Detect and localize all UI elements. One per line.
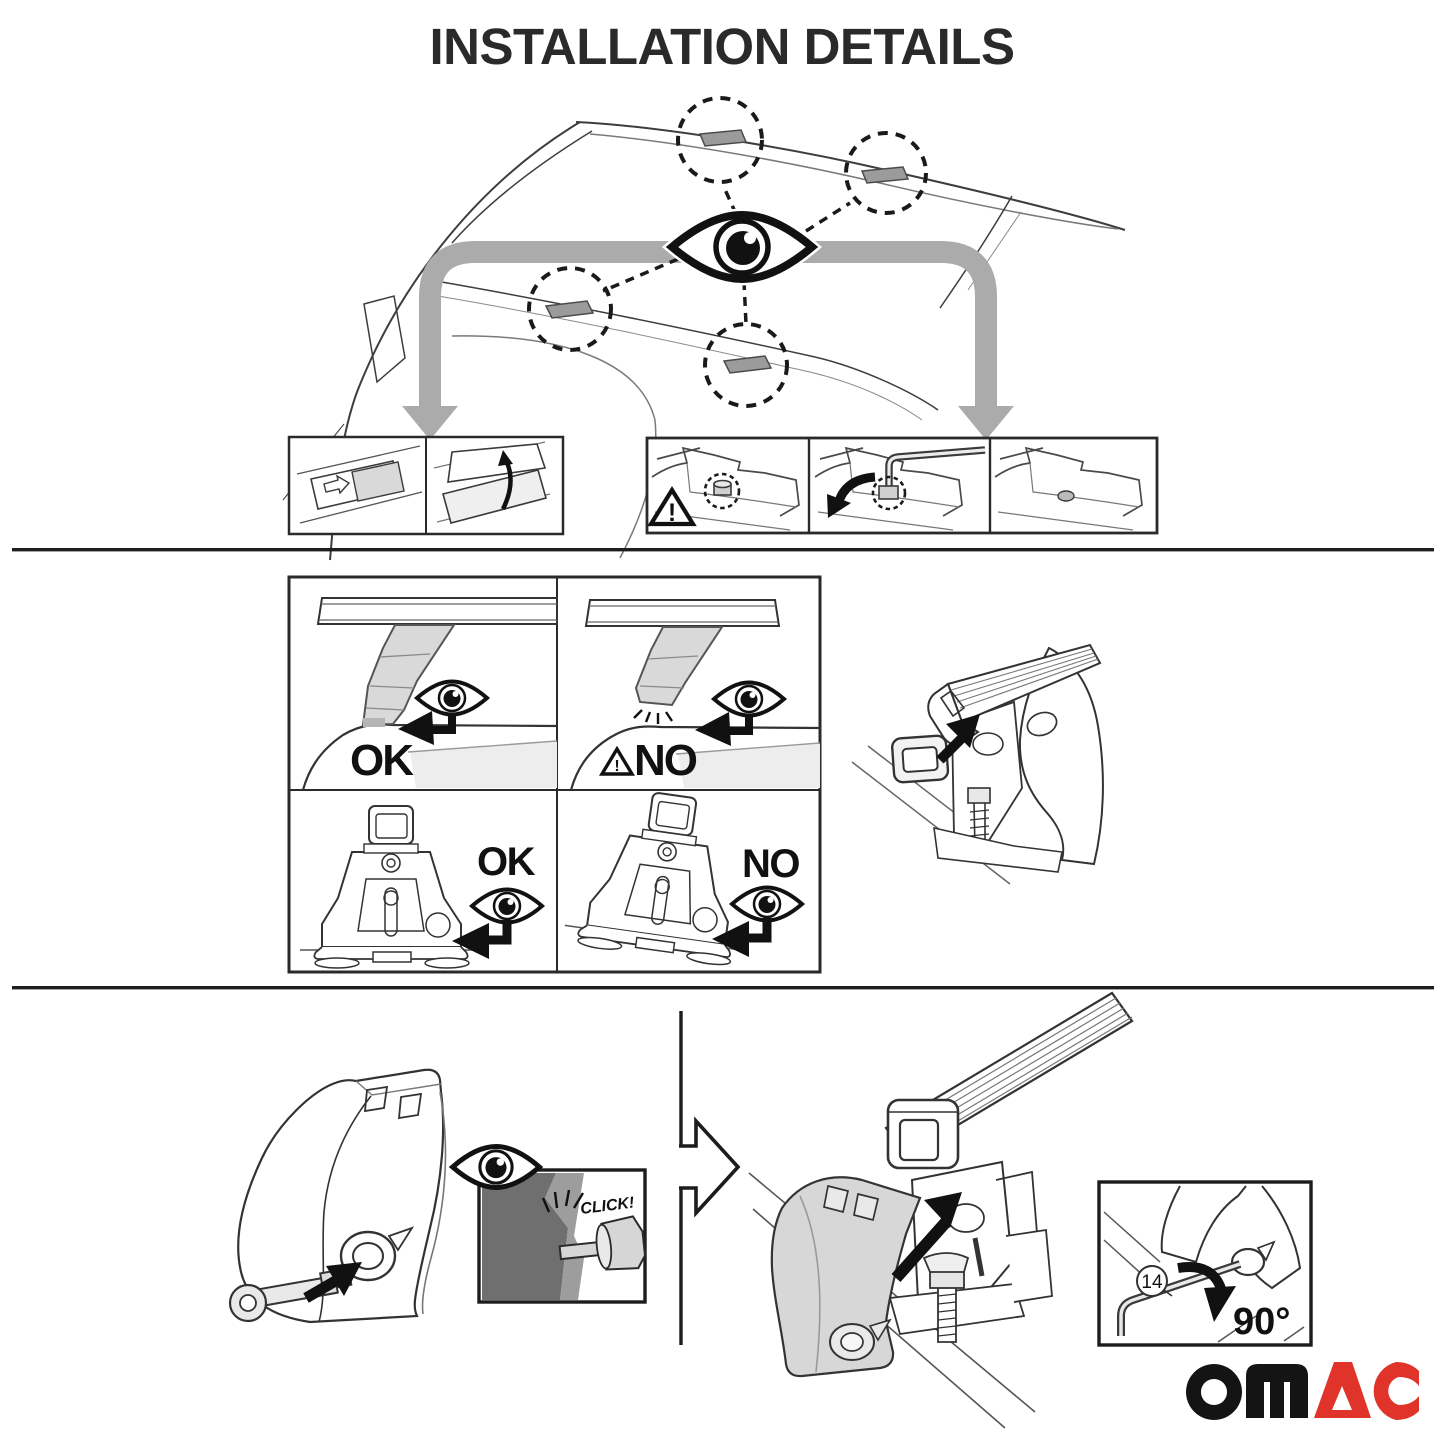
svg-text:!: !: [614, 758, 619, 775]
svg-text:INSTALLATION DETAILS: INSTALLATION DETAILS: [430, 18, 1015, 75]
svg-text:!: !: [668, 499, 676, 527]
svg-text:OK: OK: [350, 736, 414, 785]
svg-text:NO: NO: [634, 736, 697, 785]
svg-text:14: 14: [1141, 1272, 1163, 1293]
svg-text:90°: 90°: [1233, 1301, 1290, 1343]
svg-text:OK: OK: [477, 840, 536, 884]
svg-text:NO: NO: [742, 842, 799, 886]
svg-text:CLICK!: CLICK!: [579, 1194, 636, 1218]
